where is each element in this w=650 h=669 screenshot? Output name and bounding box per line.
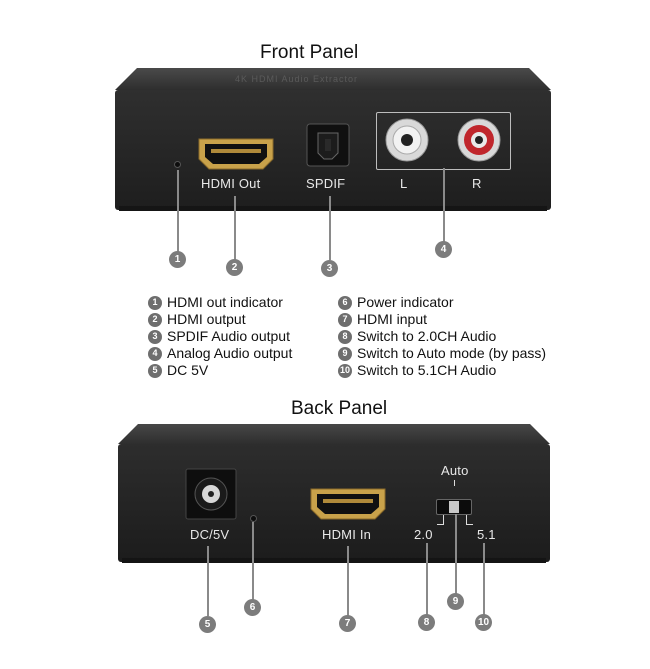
audio-mode-switch[interactable] xyxy=(436,499,472,515)
callout-line-2 xyxy=(234,196,236,260)
rca-right-jack xyxy=(456,117,502,168)
hdmi-in-port xyxy=(309,487,387,526)
legend-number: 3 xyxy=(148,329,162,344)
legend-number: 7 xyxy=(338,312,352,327)
callout-badge-8: 8 xyxy=(418,614,435,631)
legend-left: 1 HDMI out indicator 2 HDMI output 3 SPDIF … xyxy=(148,294,292,379)
audio-mode-switch-knob[interactable] xyxy=(449,501,459,513)
legend-text: DC 5V xyxy=(167,362,209,378)
callout-badge-2: 2 xyxy=(226,259,243,276)
callout-line-9 xyxy=(455,514,457,594)
legend-item: 1 HDMI out indicator xyxy=(148,294,292,311)
back-panel-title: Back Panel xyxy=(291,398,388,419)
callout-line-5 xyxy=(207,546,209,616)
legend-text: Switch to 2.0CH Audio xyxy=(357,328,497,344)
callout-badge-3: 3 xyxy=(321,260,338,277)
legend-item: 5 DC 5V xyxy=(148,362,292,379)
callout-badge-10: 10 xyxy=(475,614,492,631)
callout-badge-7: 7 xyxy=(339,615,356,632)
legend-item: 7 HDMI input xyxy=(338,311,546,328)
legend-number: 8 xyxy=(338,329,352,344)
legend-number: 5 xyxy=(148,363,162,378)
rca-right-label: R xyxy=(472,176,482,191)
switch-20-label: 2.0 xyxy=(414,527,433,542)
legend-item: 10 Switch to 5.1CH Audio xyxy=(338,362,546,379)
power-indicator-led xyxy=(250,515,257,522)
hdmi-out-port xyxy=(197,137,275,176)
dc-power-jack xyxy=(185,468,237,525)
switch-20-bracket xyxy=(437,515,444,525)
callout-badge-9: 9 xyxy=(447,593,464,610)
callout-badge-1: 1 xyxy=(169,251,186,268)
callout-line-10 xyxy=(483,543,485,615)
legend-number: 2 xyxy=(148,312,162,327)
switch-auto-label: Auto xyxy=(441,463,469,478)
legend-item: 9 Switch to Auto mode (by pass) xyxy=(338,345,546,362)
callout-line-1 xyxy=(177,170,179,252)
legend-item: 6 Power indicator xyxy=(338,294,546,311)
hdmi-in-label: HDMI In xyxy=(322,527,372,542)
callout-badge-6: 6 xyxy=(244,599,261,616)
dc-label: DC/5V xyxy=(190,527,230,542)
hdmi-out-label: HDMI Out xyxy=(201,176,261,191)
legend-number: 4 xyxy=(148,346,162,361)
switch-51-bracket xyxy=(466,515,473,525)
callout-line-6 xyxy=(252,522,254,600)
callout-line-8 xyxy=(426,543,428,615)
front-panel-title: Front Panel xyxy=(260,42,359,63)
legend-number: 1 xyxy=(148,295,162,310)
legend-text: Switch to Auto mode (by pass) xyxy=(357,345,547,361)
callout-badge-5: 5 xyxy=(199,616,216,633)
legend-item: 4 Analog Audio output xyxy=(148,345,292,362)
legend-item: 2 HDMI output xyxy=(148,311,292,328)
switch-auto-tick xyxy=(454,480,455,486)
spdif-port xyxy=(306,123,350,172)
legend-number: 9 xyxy=(338,346,352,361)
legend-text: HDMI input xyxy=(357,311,428,327)
legend-text: Analog Audio output xyxy=(167,345,293,361)
callout-line-7 xyxy=(347,546,349,616)
callout-line-3 xyxy=(329,196,331,260)
front-top-engraving: 4K HDMI Audio Extractor xyxy=(235,74,359,84)
callout-line-4 xyxy=(443,168,445,242)
switch-51-label: 5.1 xyxy=(477,527,496,542)
legend-number: 6 xyxy=(338,295,352,310)
legend-number: 10 xyxy=(338,363,352,378)
legend-item: 3 SPDIF Audio output xyxy=(148,328,292,345)
legend-text: Power indicator xyxy=(357,294,454,310)
rca-left-label: L xyxy=(400,176,408,191)
legend-text: HDMI output xyxy=(167,311,246,327)
hdmi-out-indicator-led xyxy=(174,161,181,168)
legend-text: HDMI out indicator xyxy=(167,294,283,310)
rca-left-jack xyxy=(384,117,430,168)
legend-text: SPDIF Audio output xyxy=(167,328,290,344)
legend-item: 8 Switch to 2.0CH Audio xyxy=(338,328,546,345)
callout-badge-4: 4 xyxy=(435,241,452,258)
legend-text: Switch to 5.1CH Audio xyxy=(357,362,497,378)
spdif-label: SPDIF xyxy=(306,176,346,191)
